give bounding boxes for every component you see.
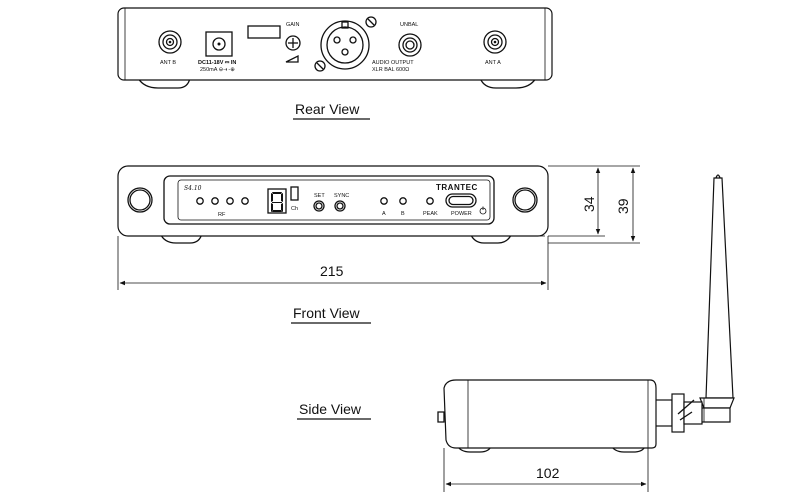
ant-b-label: ANT B xyxy=(160,60,176,66)
ant-b-connector xyxy=(158,30,182,54)
front-view-caption: Front View xyxy=(293,305,361,321)
led-b xyxy=(399,197,407,205)
ch-label: Ch xyxy=(291,206,298,212)
width-dimension xyxy=(117,236,549,290)
side-body xyxy=(443,379,657,449)
dim-height-body: 34 xyxy=(581,196,597,212)
unbal-jack xyxy=(398,33,422,57)
set-button[interactable] xyxy=(313,200,325,212)
side-view-caption: Side View xyxy=(299,401,362,417)
a-label: A xyxy=(382,211,386,217)
antenna xyxy=(699,174,735,423)
b-label: B xyxy=(401,211,405,217)
front-knob-left xyxy=(127,187,153,213)
set-label: SET xyxy=(314,193,325,199)
power-label: POWER xyxy=(451,211,472,217)
bnc-connector xyxy=(653,393,703,433)
rear-view-caption: Rear View xyxy=(295,101,360,117)
front-view: S4.10 TRANTEC RF Ch SET SYNC A xyxy=(117,165,549,244)
depth-dimension xyxy=(443,448,649,492)
side-view xyxy=(437,174,735,453)
audio-output-label: AUDIO OUTPUT xyxy=(372,60,414,66)
height-dimensions xyxy=(548,165,640,244)
sync-button[interactable] xyxy=(334,200,346,212)
dc-in-jack xyxy=(205,31,233,57)
xlr-output-connector xyxy=(314,16,377,72)
label-slot xyxy=(247,25,281,39)
gain-screw xyxy=(285,35,301,51)
front-body xyxy=(117,165,549,237)
rf-leds xyxy=(196,197,249,205)
dc-in-label: DC11-18V ⎓ IN xyxy=(198,60,236,66)
front-foot-right xyxy=(469,232,513,244)
xlr-bal-label: XLR BAL 600Ω xyxy=(372,67,409,73)
channel-display xyxy=(267,186,299,214)
ant-a-label: ANT A xyxy=(485,60,501,66)
front-foot-left xyxy=(159,232,203,244)
power-icon xyxy=(479,206,487,215)
dim-height-total: 39 xyxy=(615,198,631,214)
dim-width: 215 xyxy=(320,263,344,279)
rear-view: ANT B DC11-18V ⎓ IN 250mA ⊖-◐-⊕ GAIN xyxy=(117,7,553,89)
led-peak xyxy=(426,197,434,205)
current-label: 250mA ⊖-◐-⊕ xyxy=(200,67,235,73)
rf-label: RF xyxy=(218,212,226,218)
peak-label: PEAK xyxy=(423,211,438,217)
power-button[interactable] xyxy=(445,193,477,208)
brand-logo: TRANTEC xyxy=(436,183,478,192)
rear-foot-right xyxy=(479,77,537,89)
gain-label: GAIN xyxy=(286,22,299,28)
front-knob-right xyxy=(512,187,538,213)
model-logo: S4.10 xyxy=(184,185,202,192)
sync-label: SYNC xyxy=(334,193,349,199)
led-a xyxy=(380,197,388,205)
unbal-label: UNBAL xyxy=(400,22,418,28)
ant-a-connector xyxy=(483,30,507,54)
rear-foot-left xyxy=(137,77,191,89)
gain-ramp-icon xyxy=(285,54,299,63)
front-panel xyxy=(163,175,495,225)
rear-body xyxy=(117,7,553,81)
dim-depth: 102 xyxy=(536,465,560,481)
